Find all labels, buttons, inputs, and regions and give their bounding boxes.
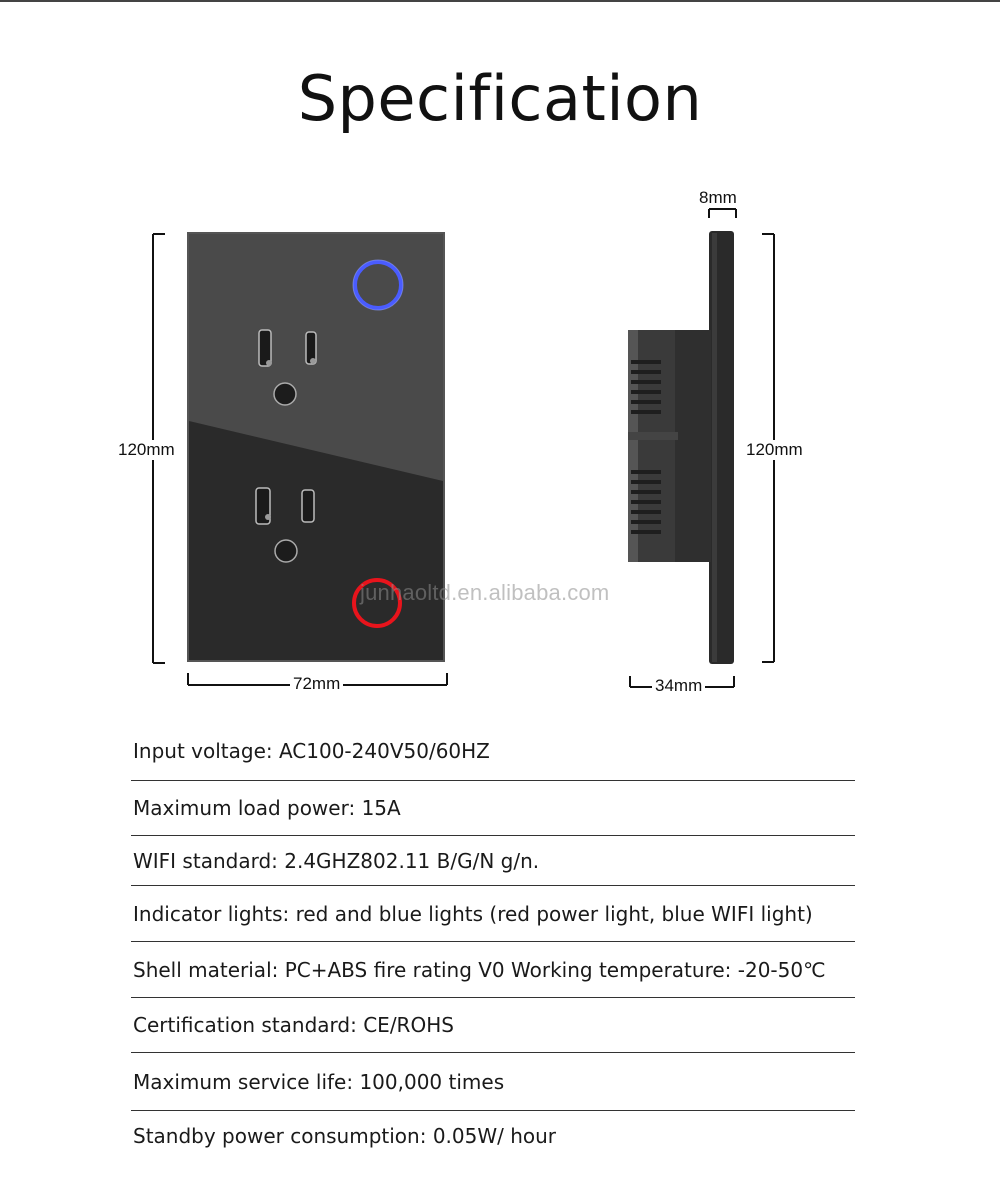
spec-input-voltage: Input voltage: AC100-240V50/60HZ [131,722,855,781]
power-indicator-ring [352,578,402,628]
spec-shell-material: Shell material: PC+ABS fire rating V0 Wo… [131,942,855,998]
spec-standby-power: Standby power consumption: 0.05W/ hour [133,1124,557,1148]
watermark: junhaoltd.en.alibaba.com [360,580,610,605]
side-view-diagram [628,208,775,688]
spec-list: Input voltage: AC100-240V50/60HZ Maximum… [131,722,855,1161]
top-outlet [258,329,317,406]
side-depth-label: 34mm [652,676,706,696]
side-thickness-bracket [708,208,737,218]
spec-max-load-power: Maximum load power: 15A [131,781,855,836]
side-height-label: 120mm [746,440,803,460]
front-view-diagram [152,232,448,686]
front-width-label: 72mm [290,674,344,694]
spec-wifi-standard: WIFI standard: 2.4GHZ802.11 B/G/N g/n. [131,836,855,886]
bottom-outlet [255,487,315,563]
spec-certification: Certification standard: CE/ROHS [131,998,855,1053]
top-divider [0,0,1000,2]
side-thickness-label: 8mm [699,188,737,207]
front-height-label: 120mm [118,440,175,460]
spec-service-life: Maximum service life: 100,000 times [131,1053,855,1111]
page-title: Specification [297,62,703,135]
side-vents [631,360,661,534]
spec-indicator-lights: Indicator lights: red and blue lights (r… [131,886,855,942]
wifi-indicator-ring [353,260,403,310]
